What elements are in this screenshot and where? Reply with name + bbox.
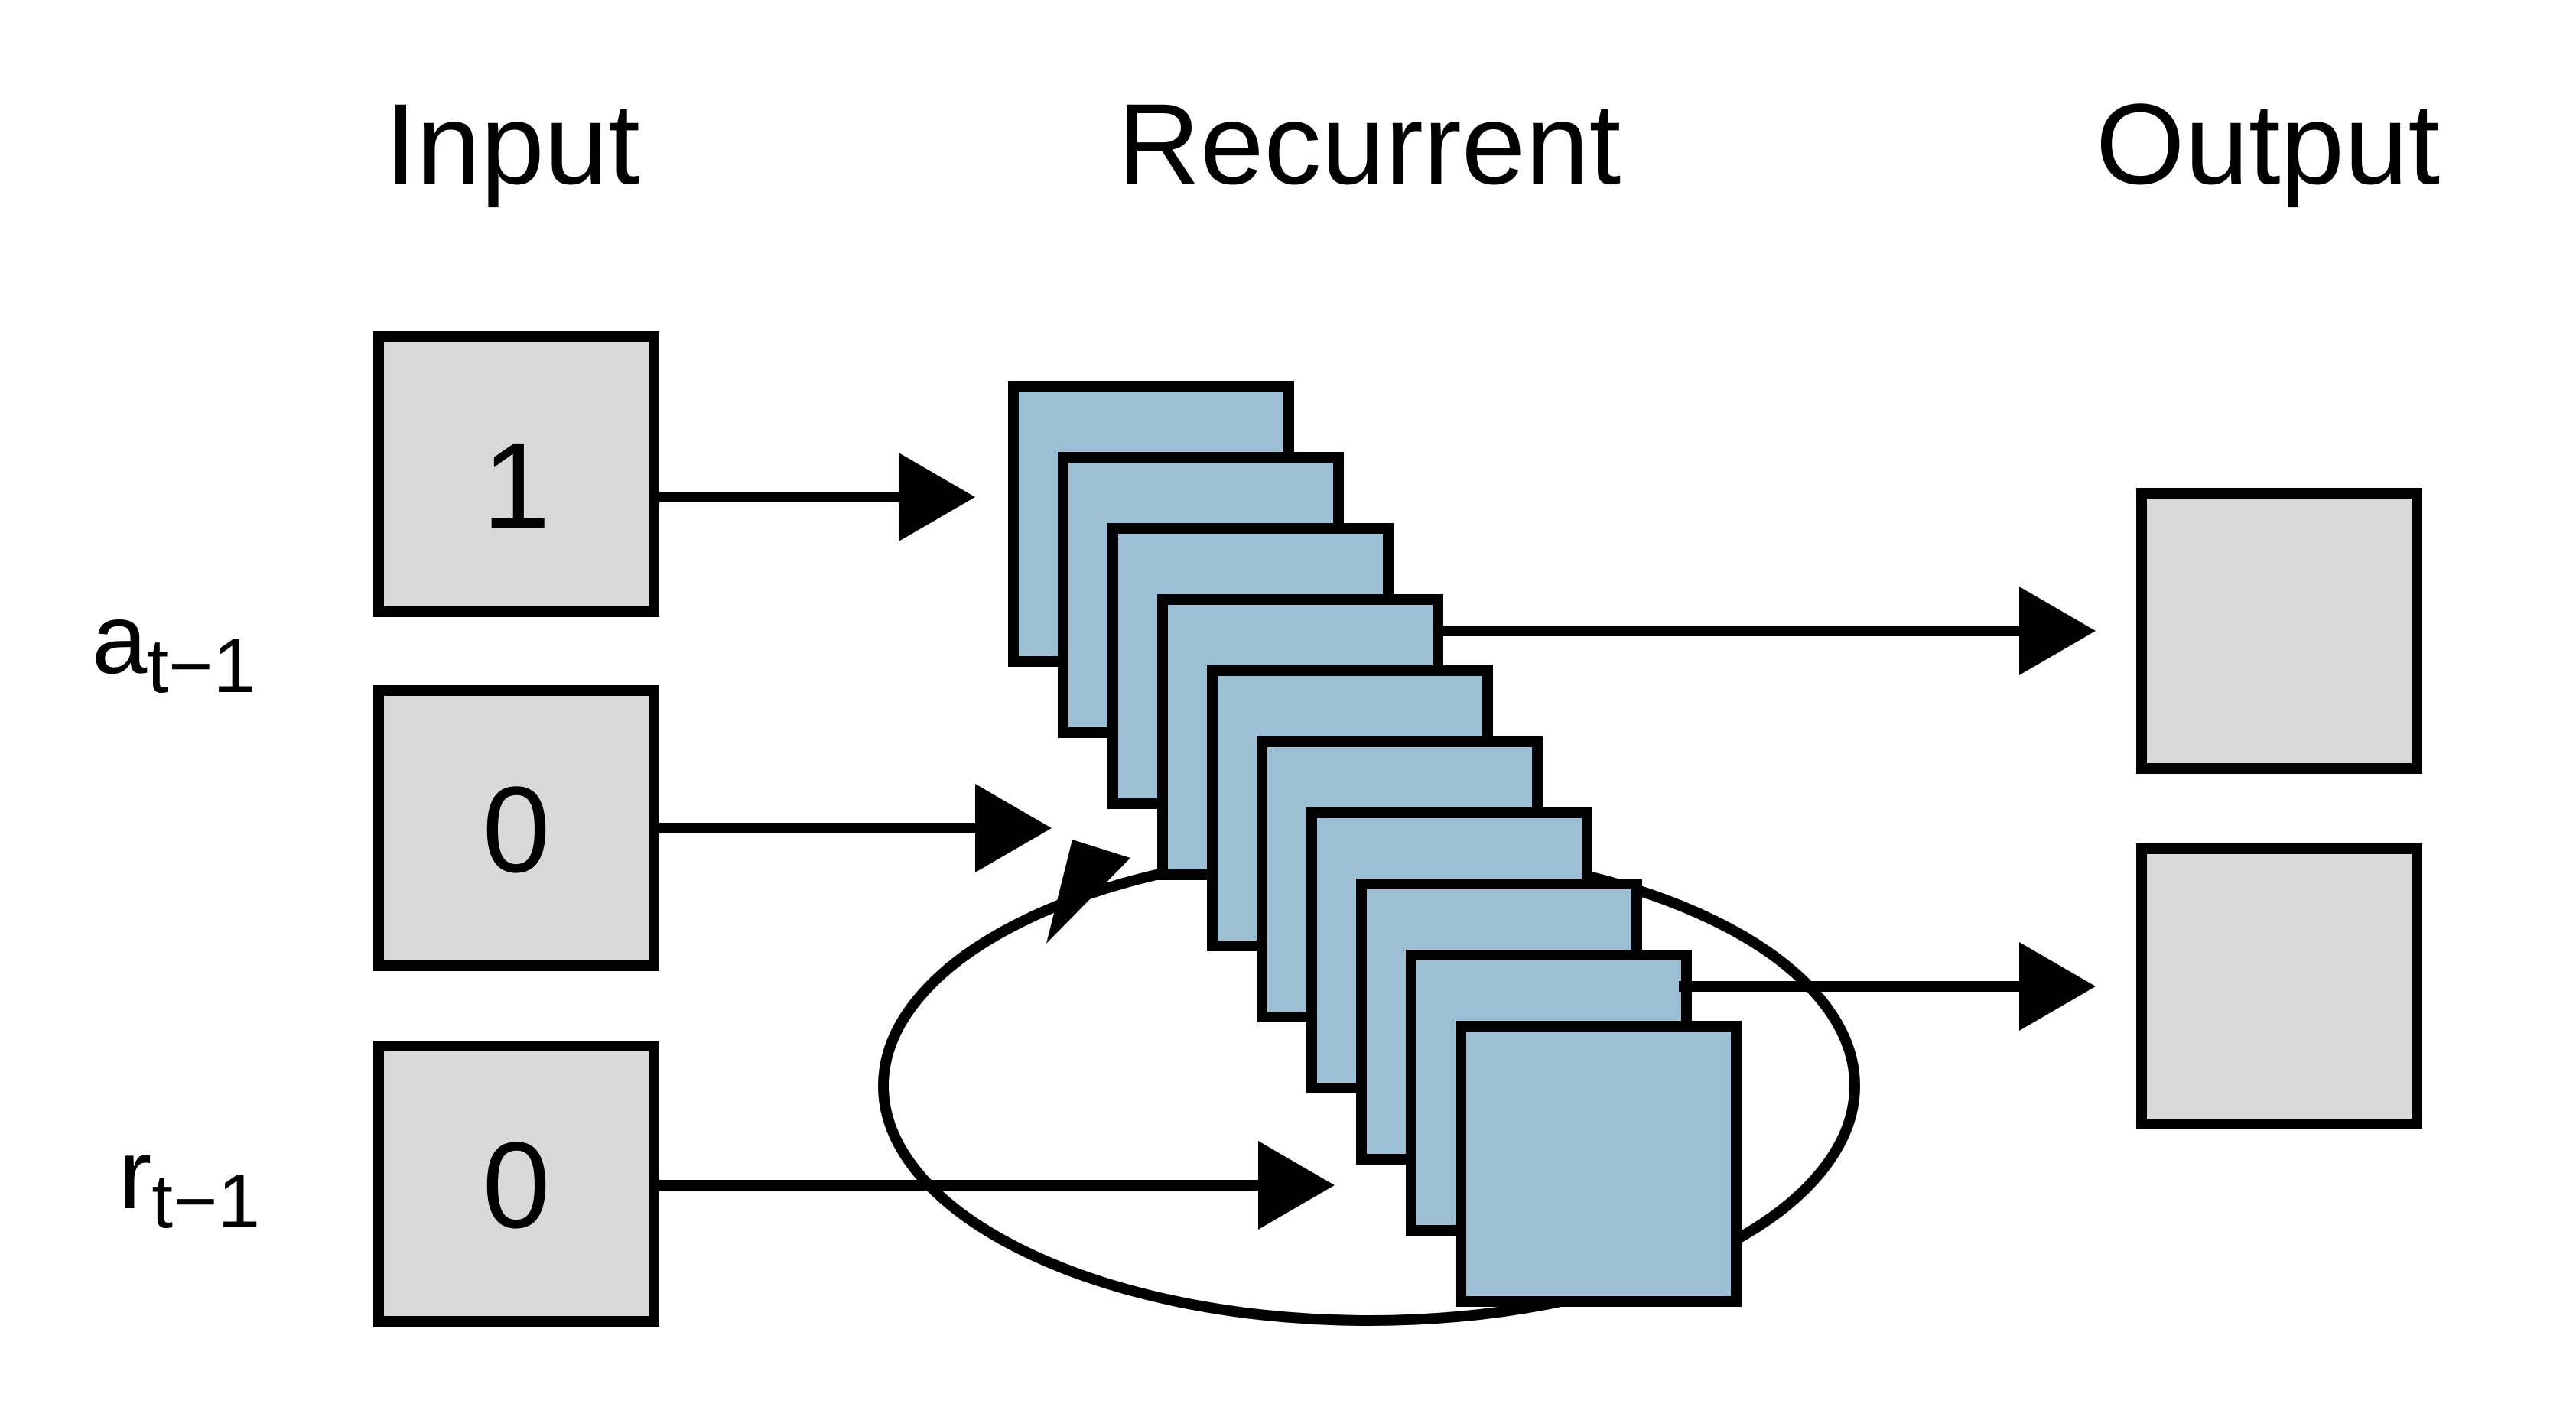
- recurrent-layer-stack: [1008, 381, 1742, 1307]
- input-arrows: [654, 453, 1335, 1230]
- output-arrows: [1434, 587, 2096, 1031]
- output-box-1: [2136, 488, 2422, 774]
- header-recurrent: Recurrent: [1117, 80, 1621, 208]
- output-box-2: [2136, 843, 2422, 1129]
- header-input: Input: [385, 80, 640, 208]
- input-value-3: 0: [483, 1116, 551, 1253]
- output-units: [2136, 488, 2422, 1129]
- recurrent-loop-arrowhead: [1046, 840, 1130, 944]
- row-label-r: rt−1: [119, 1118, 260, 1244]
- input-value-2: 0: [483, 761, 551, 898]
- row-label-a: at−1: [92, 583, 255, 709]
- row-label-a-base: a: [92, 583, 148, 694]
- row-label-r-base: r: [119, 1118, 151, 1230]
- header-output: Output: [2096, 80, 2440, 208]
- input-box-2: [373, 685, 659, 971]
- row-label-a-subscript: t−1: [147, 623, 255, 709]
- output-arrow-1-head: [2019, 587, 2096, 675]
- recurrent-layer-10: [1456, 1021, 1742, 1307]
- input-arrow-2-head: [975, 784, 1052, 872]
- input-arrow-1-head: [899, 453, 975, 541]
- row-label-r-subscript: t−1: [151, 1158, 260, 1244]
- input-units: 1 0 0: [373, 331, 659, 1327]
- input-box-1: [373, 331, 659, 617]
- input-value-1: 1: [483, 417, 551, 554]
- input-arrow-3-head: [1258, 1141, 1335, 1230]
- output-arrow-2-head: [2019, 942, 2096, 1031]
